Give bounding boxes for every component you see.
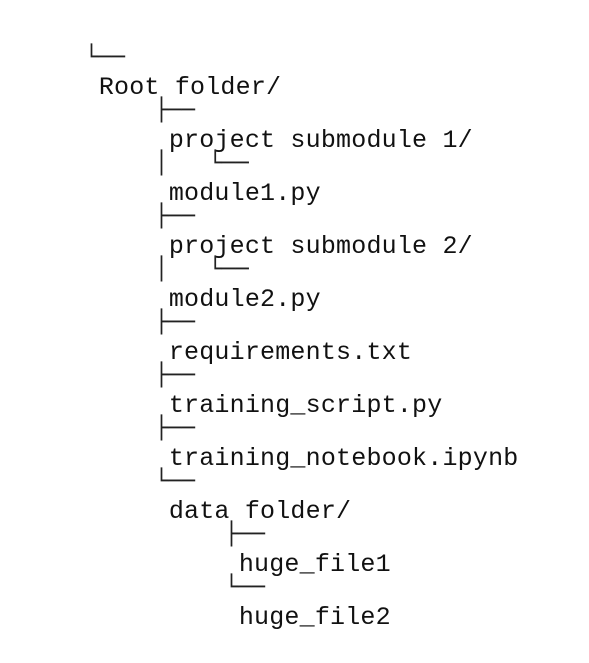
folder-label: project submodule 2/ [168,232,473,261]
branch-connector: ├── [224,522,266,547]
file-label: training_script.py [168,391,443,420]
branch-connector: └── [84,45,126,70]
tree-row-training-script: ├── training_script.py [94,331,442,420]
folder-label: data folder/ [168,497,352,526]
file-label: training_notebook.ipynb [168,444,519,473]
tree-row-data-folder: └── data folder/ [94,437,351,526]
branch-connector: ├── [154,98,196,123]
tree-row-project-submodule-2: ├── project submodule 2/ [94,172,473,261]
branch-connector: └── [154,469,196,494]
file-label: requirements.txt [168,338,413,367]
folder-label: Root folder/ [98,73,282,102]
tree-row-root-folder: └── Root folder/ [24,13,281,102]
file-label: huge_file1 [238,550,391,579]
branch-connector: ├── [154,204,196,229]
tree-row-project-submodule-1: ├── project submodule 1/ [94,66,473,155]
branch-connector: └── [224,575,266,600]
file-label: module1.py [168,179,321,208]
branch-connector: ├── [154,310,196,335]
tree-row-huge-file1: ├── huge_file1 [164,490,391,579]
branch-connector: │ └── [154,151,249,176]
branch-connector: │ └── [154,257,249,282]
tree-row-huge-file2: └── huge_file2 [164,543,391,632]
folder-tree: └── Root folder/ ├── project submodule 1… [24,13,518,632]
branch-connector: ├── [154,363,196,388]
tree-row-module1: │ └── module1.py [94,119,321,208]
file-label: huge_file2 [238,603,391,632]
file-label: module2.py [168,285,321,314]
folder-label: project submodule 1/ [168,126,473,155]
tree-row-module2: │ └── module2.py [94,225,321,314]
tree-row-requirements: ├── requirements.txt [94,278,412,367]
branch-connector: ├── [154,416,196,441]
tree-row-training-notebook: ├── training_notebook.ipynb [94,384,518,473]
